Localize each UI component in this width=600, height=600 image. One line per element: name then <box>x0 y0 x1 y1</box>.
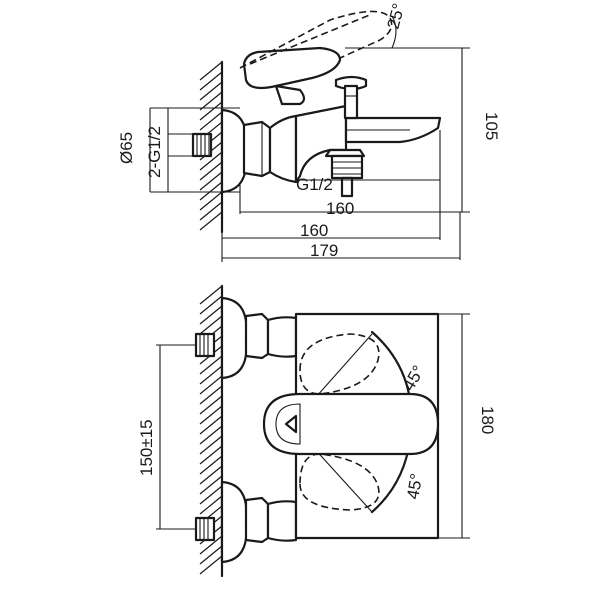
front-dim-height <box>438 313 470 539</box>
wall-hatch-line <box>199 425 223 445</box>
side-overall-width-label: 179 <box>310 241 338 260</box>
side-dim-diameter <box>149 107 240 193</box>
wall-hatch-line <box>199 61 223 81</box>
wall-hatch-line <box>199 151 223 171</box>
wall-hatch-line <box>199 555 223 575</box>
wall-hatch-line <box>199 545 223 565</box>
wall-hatch-line <box>199 385 223 405</box>
front-lower-connection <box>194 480 298 564</box>
side-lever-handle <box>242 46 342 90</box>
wall-hatch-line <box>199 295 223 315</box>
wall-hatch-line <box>199 285 223 305</box>
wall-hatch-line <box>199 191 223 211</box>
wall-hatch-line <box>199 395 223 415</box>
front-lever-upper-dashed <box>299 333 380 395</box>
wall-hatch-line <box>199 171 223 191</box>
wall-hatch-line <box>199 405 223 425</box>
side-dim-body-width <box>221 214 441 262</box>
side-inner-width-label: 160 <box>326 199 354 218</box>
wall-hatch-line <box>199 111 223 131</box>
side-dim-inner-width <box>239 130 441 214</box>
front-lever-lower-dashed <box>299 453 380 511</box>
front-lower-angle-label: 45° <box>403 472 426 501</box>
wall-hatch-line <box>199 485 223 505</box>
wall-hatch-line <box>199 535 223 555</box>
wall-hatch-line <box>199 435 223 455</box>
side-outlet-thread-label: G1/2 <box>296 175 333 194</box>
wall-hatch-line <box>199 71 223 91</box>
side-dim-height <box>345 47 470 213</box>
front-dim-centers <box>156 344 196 530</box>
side-connection-nut <box>242 120 272 178</box>
wall-hatch-line <box>199 465 223 485</box>
side-wall-thread <box>191 132 213 158</box>
side-eccentric-arm <box>268 114 298 184</box>
side-thread-label: 2-G1/2 <box>145 126 164 178</box>
side-view: 25° 105 Ø65 2-G1/2 G1/2 160 160 179 <box>117 1 501 262</box>
wall-hatch-line <box>199 201 223 221</box>
wall-hatch-line <box>199 365 223 385</box>
wall-hatch-line <box>199 81 223 101</box>
wall-hatch-line <box>199 375 223 395</box>
wall-hatch-line <box>199 315 223 335</box>
side-height-label: 105 <box>482 112 501 140</box>
wall-hatch-line <box>199 455 223 475</box>
wall-hatch-line <box>199 415 223 435</box>
wall-hatch-line <box>199 91 223 111</box>
front-centers-label: 150±15 <box>137 419 156 476</box>
wall-hatch-line <box>199 445 223 465</box>
front-upper-connection <box>194 296 298 380</box>
wall-hatch-line <box>199 181 223 201</box>
wall-hatch-line <box>199 495 223 515</box>
side-angle-label: 25° <box>384 1 409 31</box>
wall-hatch-line <box>199 475 223 495</box>
wall-hatch-line <box>199 101 223 121</box>
wall-hatch-line <box>199 305 223 325</box>
side-diverter <box>334 75 368 120</box>
side-lever-raised <box>239 10 393 69</box>
front-view: 45° 45° 150±15 180 <box>137 284 497 578</box>
wall-hatch-line <box>199 355 223 375</box>
side-wall-flange <box>220 108 248 194</box>
side-hose-outlet <box>324 148 366 198</box>
wall-hatch-line <box>199 211 223 231</box>
wall-hatch-line <box>199 161 223 181</box>
front-lever-handle <box>262 392 440 456</box>
front-height-label: 180 <box>478 406 497 434</box>
side-body-width-label: 160 <box>300 221 328 240</box>
side-dim-overall-width <box>222 212 461 260</box>
side-diameter-label: Ø65 <box>117 132 136 164</box>
